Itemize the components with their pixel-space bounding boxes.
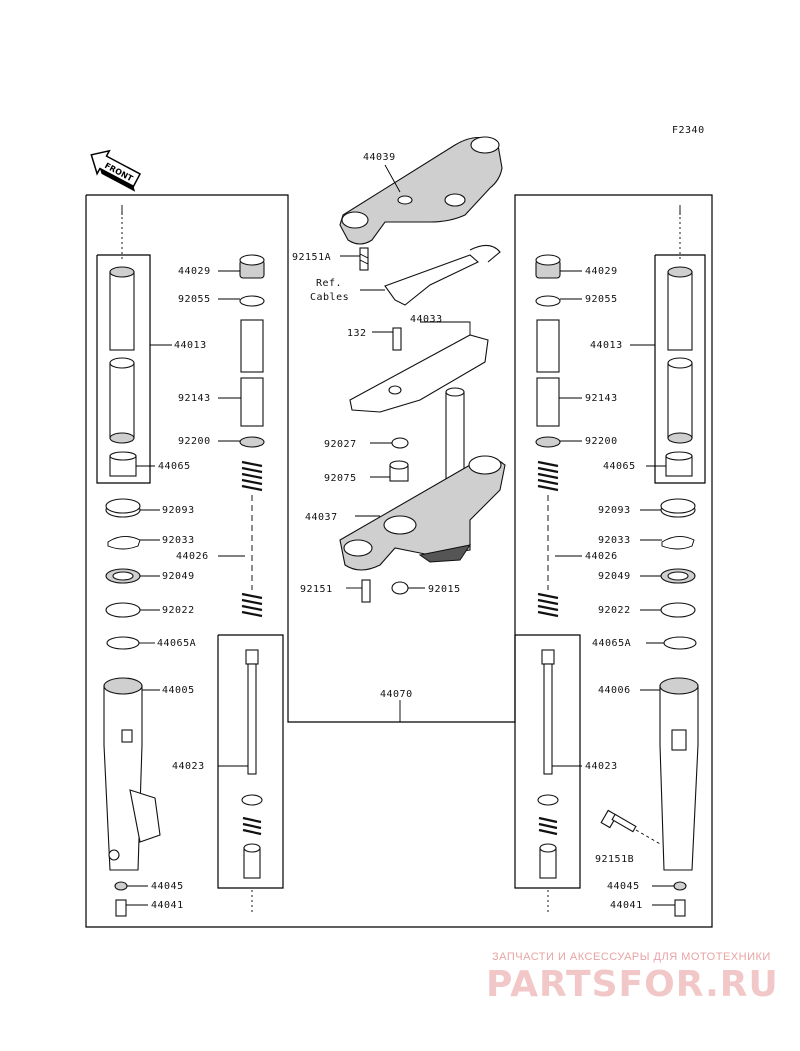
bolt-92151 xyxy=(346,579,371,603)
right-label-92143: 92143 xyxy=(585,393,618,404)
label-44070: 44070 xyxy=(380,689,413,700)
assembly-frame xyxy=(85,194,713,928)
left-label-44041: 44041 xyxy=(151,900,184,911)
label-132: 132 xyxy=(347,328,367,339)
watermark-tagline: ЗАПЧАСТИ И АКСЕССУАРЫ ДЛЯ МОТОТЕХНИКИ xyxy=(492,951,771,963)
left-label-92022: 92022 xyxy=(162,605,195,616)
left-label-44005: 44005 xyxy=(162,685,195,696)
right-label-44013: 44013 xyxy=(590,340,623,351)
nut-92015 xyxy=(391,581,425,595)
label-92151: 92151 xyxy=(300,584,333,595)
left-label-44023: 44023 xyxy=(172,761,205,772)
right-label-44045: 44045 xyxy=(607,881,640,892)
right-label-44041: 44041 xyxy=(610,900,643,911)
right-label-92033: 92033 xyxy=(598,535,631,546)
left-label-44013: 44013 xyxy=(174,340,207,351)
right-label-44023: 44023 xyxy=(585,761,618,772)
left-label-44029: 44029 xyxy=(178,266,211,277)
right-label-92151B: 92151B xyxy=(595,854,634,865)
left-label-44045: 44045 xyxy=(151,881,184,892)
washer-92027 xyxy=(370,437,409,449)
label-44033: 44033 xyxy=(410,314,443,325)
left-label-92143: 92143 xyxy=(178,393,211,404)
right-label-92055: 92055 xyxy=(585,294,618,305)
left-label-92049: 92049 xyxy=(162,571,195,582)
left-label-92055: 92055 xyxy=(178,294,211,305)
left-label-44065A: 44065A xyxy=(157,638,196,649)
steering-cover xyxy=(349,321,489,413)
bolt-92151A xyxy=(340,247,369,271)
right-label-92093: 92093 xyxy=(598,505,631,516)
right-label-92200: 92200 xyxy=(585,436,618,447)
ref-label-line2: Cables xyxy=(310,292,349,303)
label-44037: 44037 xyxy=(305,512,338,523)
lower-bracket xyxy=(339,387,506,571)
left-label-92093: 92093 xyxy=(162,505,195,516)
left-label-92033: 92033 xyxy=(162,535,195,546)
bolt-132 xyxy=(372,327,402,351)
right-label-44065: 44065 xyxy=(603,461,636,472)
left-label-44026: 44026 xyxy=(176,551,209,562)
ref-label-line1: Ref. xyxy=(316,278,342,289)
right-label-92049: 92049 xyxy=(598,571,631,582)
figure-code: F2340 xyxy=(672,125,705,136)
left-label-92200: 92200 xyxy=(178,436,211,447)
label-44039: 44039 xyxy=(363,152,396,163)
label-92151A: 92151A xyxy=(292,252,331,263)
right-label-44029: 44029 xyxy=(585,266,618,277)
left-fork-parts xyxy=(103,254,265,917)
cable-guide xyxy=(360,244,501,306)
watermark-logo: PARTSFOR.RU xyxy=(486,964,779,1005)
front-arrow-icon: FRONT xyxy=(90,149,142,192)
right-label-44026: 44026 xyxy=(585,551,618,562)
label-92015: 92015 xyxy=(428,584,461,595)
label-92075: 92075 xyxy=(324,473,357,484)
right-label-92022: 92022 xyxy=(598,605,631,616)
right-fork-parts xyxy=(535,254,699,917)
left-label-44065: 44065 xyxy=(158,461,191,472)
right-label-44065A: 44065A xyxy=(592,638,631,649)
right-label-44006: 44006 xyxy=(598,685,631,696)
nut-92075 xyxy=(370,460,409,482)
upper-bracket xyxy=(339,136,503,245)
label-92027: 92027 xyxy=(324,439,357,450)
